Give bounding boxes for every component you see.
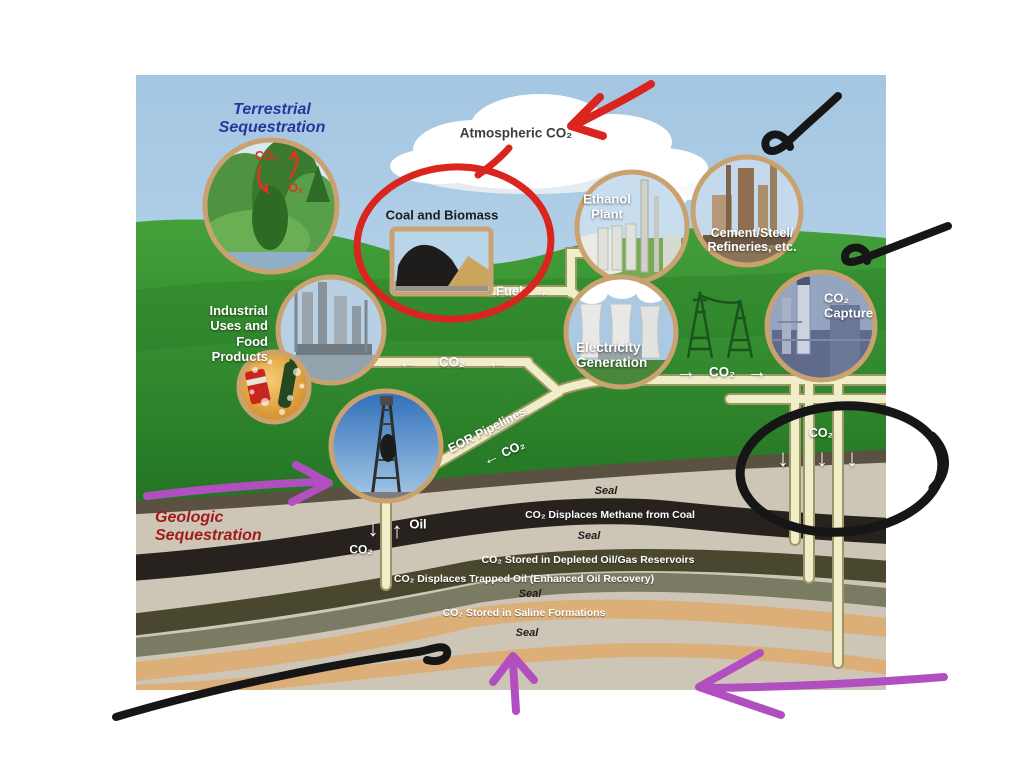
layer-label-seal: Seal xyxy=(515,626,539,639)
coal-biomass-photo xyxy=(389,226,494,297)
forest-o2-label: O₂ xyxy=(288,181,304,195)
purple-arrowhead xyxy=(288,461,333,506)
oil-label: Oil xyxy=(409,516,427,532)
co2-down-arrow-icon: ↓ xyxy=(816,445,828,472)
red-marker-annotations xyxy=(353,80,655,323)
forest-photo-circle xyxy=(202,137,340,275)
industrial-uses-label: Industrial Uses and Food Products xyxy=(209,303,268,364)
co2-capture-label: CO₂ Capture xyxy=(824,290,874,320)
cement-steel-label: Cement/Steel/ Refineries, etc. xyxy=(707,226,797,254)
fuel-label: Fuel xyxy=(496,283,523,299)
co2-right-arrow-icon: → xyxy=(676,361,696,383)
co2-left-arrow-icon: ← xyxy=(487,351,507,373)
rig-co2-label: CO₂ xyxy=(349,542,373,557)
terrestrial-sequestration-title: Terrestrial Sequestration xyxy=(218,101,326,136)
black-arrow-at-saline-layers xyxy=(112,643,452,721)
layer-label-seal: Seal xyxy=(518,587,542,600)
soda-products-photo-circle xyxy=(236,349,312,425)
co2-down-arrow-icon: ↓ xyxy=(777,445,789,472)
co2-right-arrow-icon: → xyxy=(747,361,767,383)
atmospheric-co2-label: Atmospheric CO₂ xyxy=(459,125,573,141)
oil-up-arrow-icon: ↑ xyxy=(391,518,403,543)
purple-arrow-at-oil-rig xyxy=(143,478,322,500)
co2-left-arrow-icon: ← xyxy=(398,351,418,373)
black-circle-overlap xyxy=(927,431,949,493)
purple-left-arrowhead xyxy=(695,649,785,719)
red-circle-around-coal-biomass xyxy=(353,163,555,323)
co2-injection-label: CO₂ xyxy=(808,426,834,440)
layer-label-saline: CO₂ Stored in Saline Formations xyxy=(442,607,606,620)
electricity-generation-label: Electricity Generation xyxy=(576,339,648,370)
power-pylons xyxy=(686,291,754,359)
co2-down-arrow-icon: ↓ xyxy=(846,445,858,472)
coal-biomass-label: Coal and Biomass xyxy=(385,207,499,223)
co2-pipe-right-label: CO₂ xyxy=(708,364,736,380)
co2-pipe-left-label: CO₂ xyxy=(438,354,466,370)
geologic-sequestration-title: Geologic Sequestration xyxy=(155,509,262,544)
purple-up-arrowhead xyxy=(489,652,538,686)
layer-label-seal: Seal xyxy=(594,484,618,497)
red-arrowhead xyxy=(567,93,607,140)
oil-rig-photo-circle xyxy=(328,388,444,504)
layer-label-seal: Seal xyxy=(577,529,601,542)
black-circle-around-co2-injection xyxy=(735,401,947,537)
layer-label-depleted: CO₂ Stored in Depleted Oil/Gas Reservoir… xyxy=(481,554,695,567)
rig-co2-down-arrow-icon: ↓ xyxy=(367,516,379,541)
ethanol-plant-label: Ethanol Plant xyxy=(583,191,631,221)
black-arrow-at-co2-capture xyxy=(841,222,952,266)
cement-steel-photo-circle xyxy=(690,154,804,268)
red-arrow-at-atmospheric-co2 xyxy=(573,80,655,128)
forest-co2-label: CO₂ xyxy=(254,149,280,163)
purple-left-arrow-bottom xyxy=(701,673,948,692)
layer-label-methane: CO₂ Displaces Methane from Coal xyxy=(525,509,695,522)
black-marker-annotations xyxy=(112,92,952,721)
co2-capture-photo-circle xyxy=(764,269,878,383)
purple-marker-annotations xyxy=(143,461,948,719)
o2-up-curve-icon xyxy=(288,149,300,179)
red-circle-tail xyxy=(474,144,513,179)
co2-down-curve-icon xyxy=(257,164,269,196)
purple-up-arrow xyxy=(509,659,520,715)
layer-label-trapped-oil: CO₂ Displaces Trapped Oil (Enhanced Oil … xyxy=(393,573,655,586)
black-arrow-at-cement-steel xyxy=(761,92,842,155)
